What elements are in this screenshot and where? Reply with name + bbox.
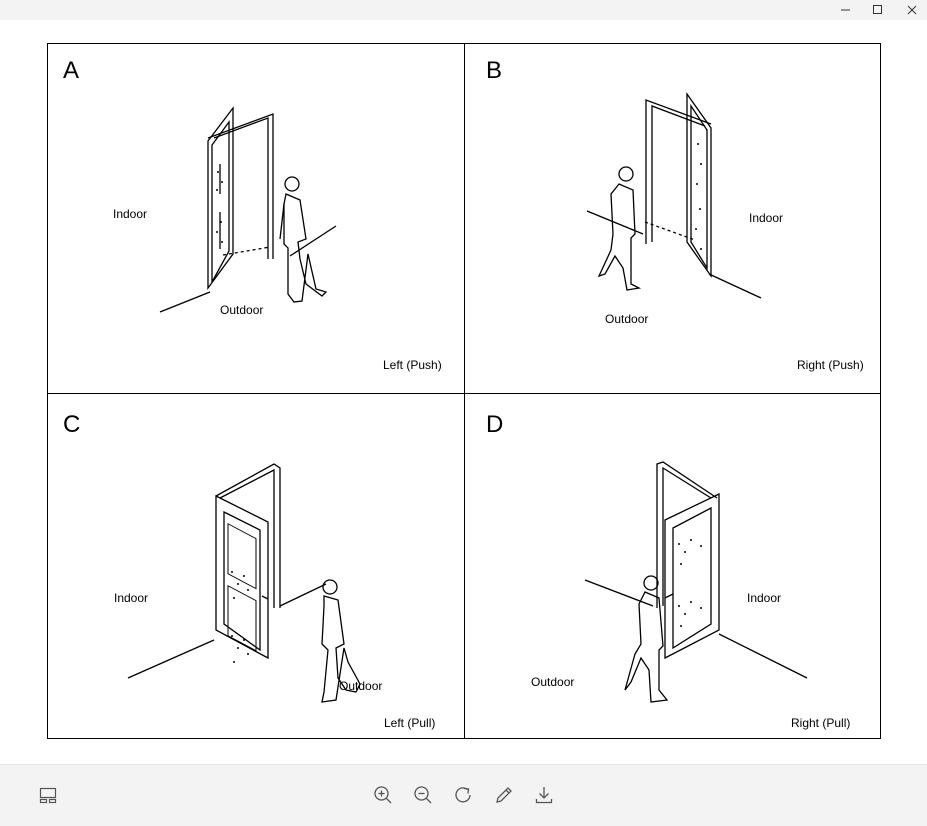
panel-divider-vertical: [464, 44, 465, 738]
door-illustration: [159, 106, 337, 313]
indoor-label: Indoor: [747, 591, 782, 605]
close-icon: [907, 5, 917, 15]
panel-caption: Left (Push): [383, 358, 442, 372]
panel-c: C Indoor Outdoor Left (Pull): [48, 394, 464, 741]
panel-b: B Indoor Outdoor Right (Push): [465, 44, 881, 391]
panel-divider-horizontal: [48, 393, 880, 394]
download-button[interactable]: [531, 782, 557, 808]
outdoor-label: Outdoor: [531, 675, 575, 689]
outdoor-label: Outdoor: [339, 679, 383, 693]
title-bar: [0, 0, 927, 20]
rotate-button[interactable]: [451, 782, 477, 808]
panel-caption: Right (Push): [797, 358, 864, 372]
panel-a: A Indoor Outdoor Left (Push): [48, 44, 464, 391]
image-canvas: A Indoor Outdoor Left (Push): [47, 43, 881, 739]
maximize-button[interactable]: [861, 0, 895, 20]
outdoor-label: Outdoor: [220, 303, 264, 317]
door-illustration: [127, 463, 361, 703]
indoor-label: Indoor: [749, 211, 784, 225]
zoom-out-button[interactable]: [410, 782, 436, 808]
thumbnail-strip-icon: [39, 787, 57, 804]
panel-letter: D: [486, 411, 504, 438]
minimize-icon: [841, 9, 850, 11]
maximize-icon: [873, 5, 882, 14]
download-icon: [535, 787, 553, 804]
minimize-button[interactable]: [829, 0, 863, 20]
indoor-label: Indoor: [113, 207, 148, 221]
panel-letter: B: [486, 57, 503, 84]
panel-letter: A: [63, 57, 80, 84]
panel-d: D Indoor Outdoor Right (Pull): [465, 394, 881, 741]
zoom-in-icon: [374, 786, 392, 804]
panel-caption: Left (Pull): [384, 716, 436, 730]
indoor-label: Indoor: [114, 591, 149, 605]
panel-caption: Right (Pull): [791, 716, 851, 730]
zoom-out-icon: [414, 786, 432, 804]
edit-icon: [496, 787, 512, 803]
thumbnail-strip-button[interactable]: [35, 782, 61, 808]
panel-letter: C: [63, 411, 81, 438]
door-illustration: [584, 461, 808, 703]
close-button[interactable]: [895, 0, 927, 20]
door-illustration: [586, 91, 762, 299]
outdoor-label: Outdoor: [605, 312, 649, 326]
edit-button[interactable]: [491, 782, 517, 808]
bottom-toolbar: [0, 764, 927, 826]
rotate-icon: [455, 787, 471, 803]
zoom-in-button[interactable]: [370, 782, 396, 808]
